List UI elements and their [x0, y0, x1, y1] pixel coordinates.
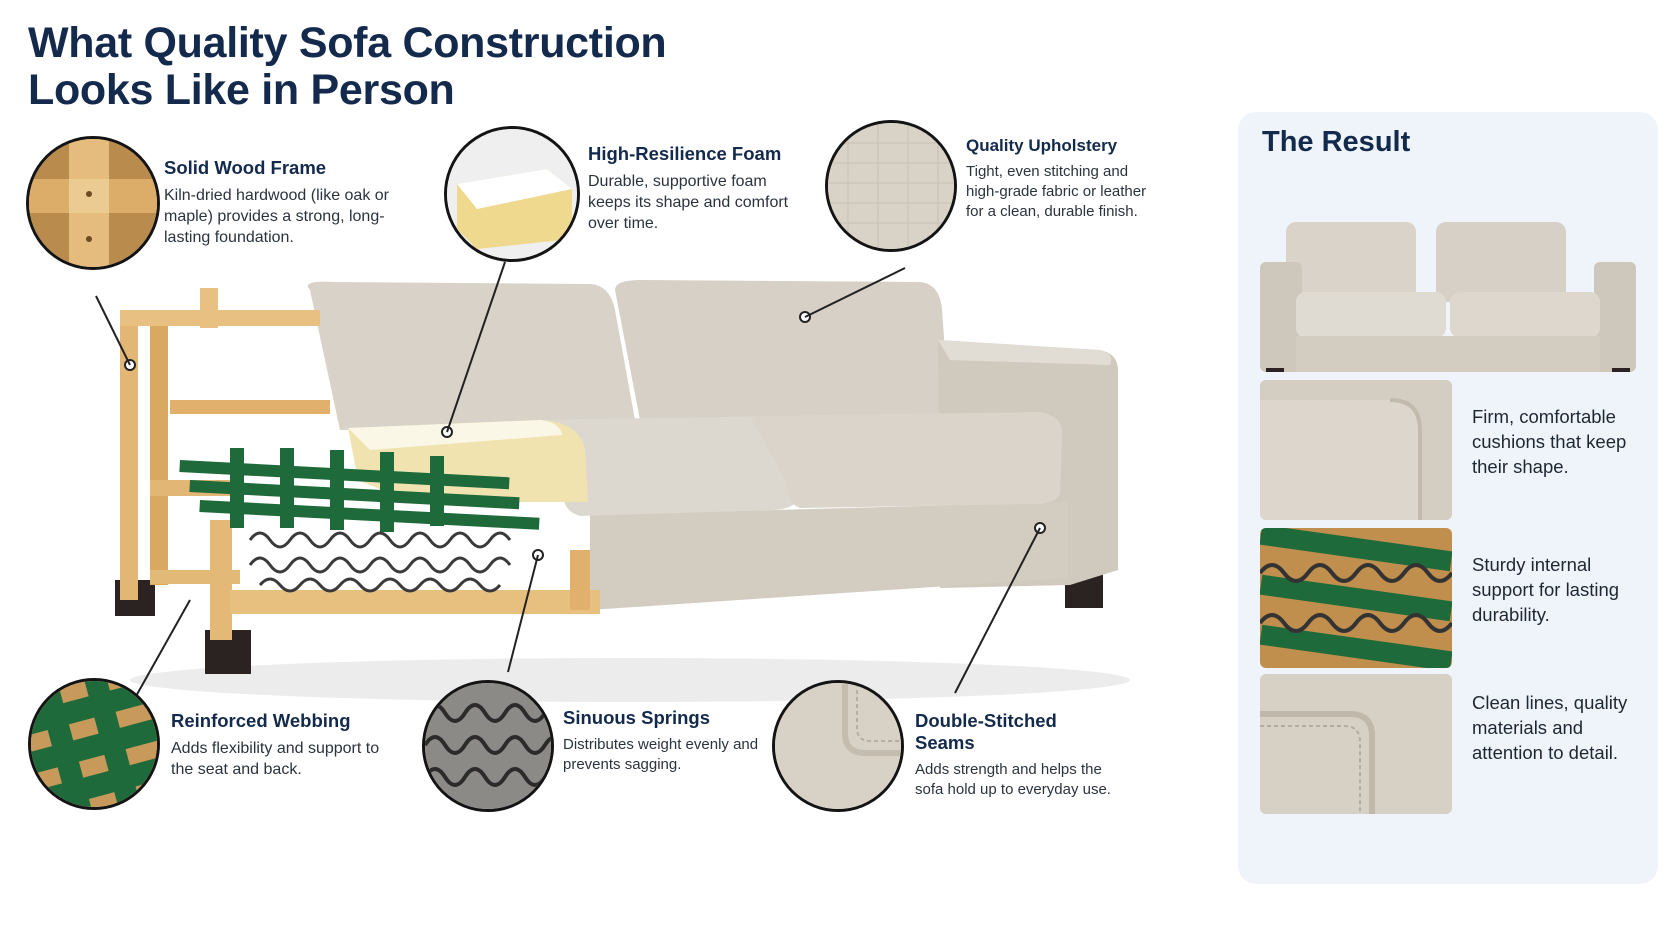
- result-text-cushion: Firm, comfortable cushions that keep the…: [1472, 406, 1627, 477]
- page-title: What Quality Sofa Construction Looks Lik…: [28, 19, 667, 114]
- sofa-cutaway-illustration: [115, 280, 1130, 702]
- callout-webbing-title: Reinforced Webbing: [171, 710, 351, 731]
- wood-joint-image: [29, 139, 157, 267]
- callout-springs: Sinuous Springs Distributes weight evenl…: [563, 707, 763, 775]
- fabric-texture-image: [828, 123, 954, 249]
- result-text-seams: Clean lines, quality materials and atten…: [1472, 692, 1628, 763]
- result-text-springs: Sturdy internal support for lasting dura…: [1472, 554, 1620, 625]
- callout-upholstery-title: Quality Upholstery: [966, 136, 1118, 155]
- springs-image: [425, 683, 551, 809]
- callout-upholstery: Quality Upholstery Tight, even stitching…: [966, 136, 1156, 222]
- springs-closeup-image: [1260, 528, 1452, 668]
- callout-webbing: Reinforced Webbing Adds flexibility and …: [171, 710, 401, 780]
- callout-frame: Solid Wood Frame Kiln-dried hardwood (li…: [164, 157, 424, 248]
- callout-frame-title: Solid Wood Frame: [164, 157, 327, 178]
- callout-seams-title: Double-Stitched Seams: [915, 710, 1057, 753]
- seams-image: [775, 683, 901, 809]
- seams-disc: [772, 680, 904, 812]
- seams-closeup-image: [1260, 674, 1452, 814]
- result-panel: The Result Firm, comfortable cushions th…: [1238, 112, 1658, 884]
- foam-image: [447, 129, 577, 259]
- webbing-image: [31, 681, 157, 807]
- result-thumb-springs: [1260, 528, 1452, 668]
- result-thumb-seams: [1260, 674, 1452, 814]
- upholstery-disc: [825, 120, 957, 252]
- callout-springs-title: Sinuous Springs: [563, 707, 710, 728]
- springs-disc: [422, 680, 554, 812]
- webbing-disc: [28, 678, 160, 810]
- cushion-closeup-image: [1260, 380, 1452, 520]
- callout-upholstery-desc: Tight, even stitching and high-grade fab…: [966, 163, 1147, 220]
- callout-seams-desc: Adds strength and helps the sofa hold up…: [915, 761, 1111, 798]
- callout-seams: Double-Stitched Seams Adds strength and …: [915, 710, 1115, 800]
- callout-foam-desc: Durable, supportive foam keeps its shape…: [588, 173, 789, 232]
- title-line-1: What Quality Sofa Construction: [28, 19, 667, 67]
- callout-foam-title: High-Resilience Foam: [588, 143, 782, 164]
- callout-webbing-desc: Adds flexibility and support to the seat…: [171, 740, 380, 778]
- wood-frame-disc: [26, 136, 160, 270]
- callout-frame-desc: Kiln-dried hardwood (like oak or maple) …: [164, 187, 389, 246]
- callout-springs-desc: Distributes weight evenly and prevents s…: [563, 736, 759, 773]
- callout-foam: High-Resilience Foam Durable, supportive…: [588, 143, 798, 234]
- foam-disc: [444, 126, 580, 262]
- result-thumb-cushion: [1260, 380, 1452, 520]
- finished-sofa-image: [1260, 222, 1636, 372]
- title-line-2: Looks Like in Person: [28, 66, 455, 114]
- result-title: The Result: [1262, 126, 1411, 158]
